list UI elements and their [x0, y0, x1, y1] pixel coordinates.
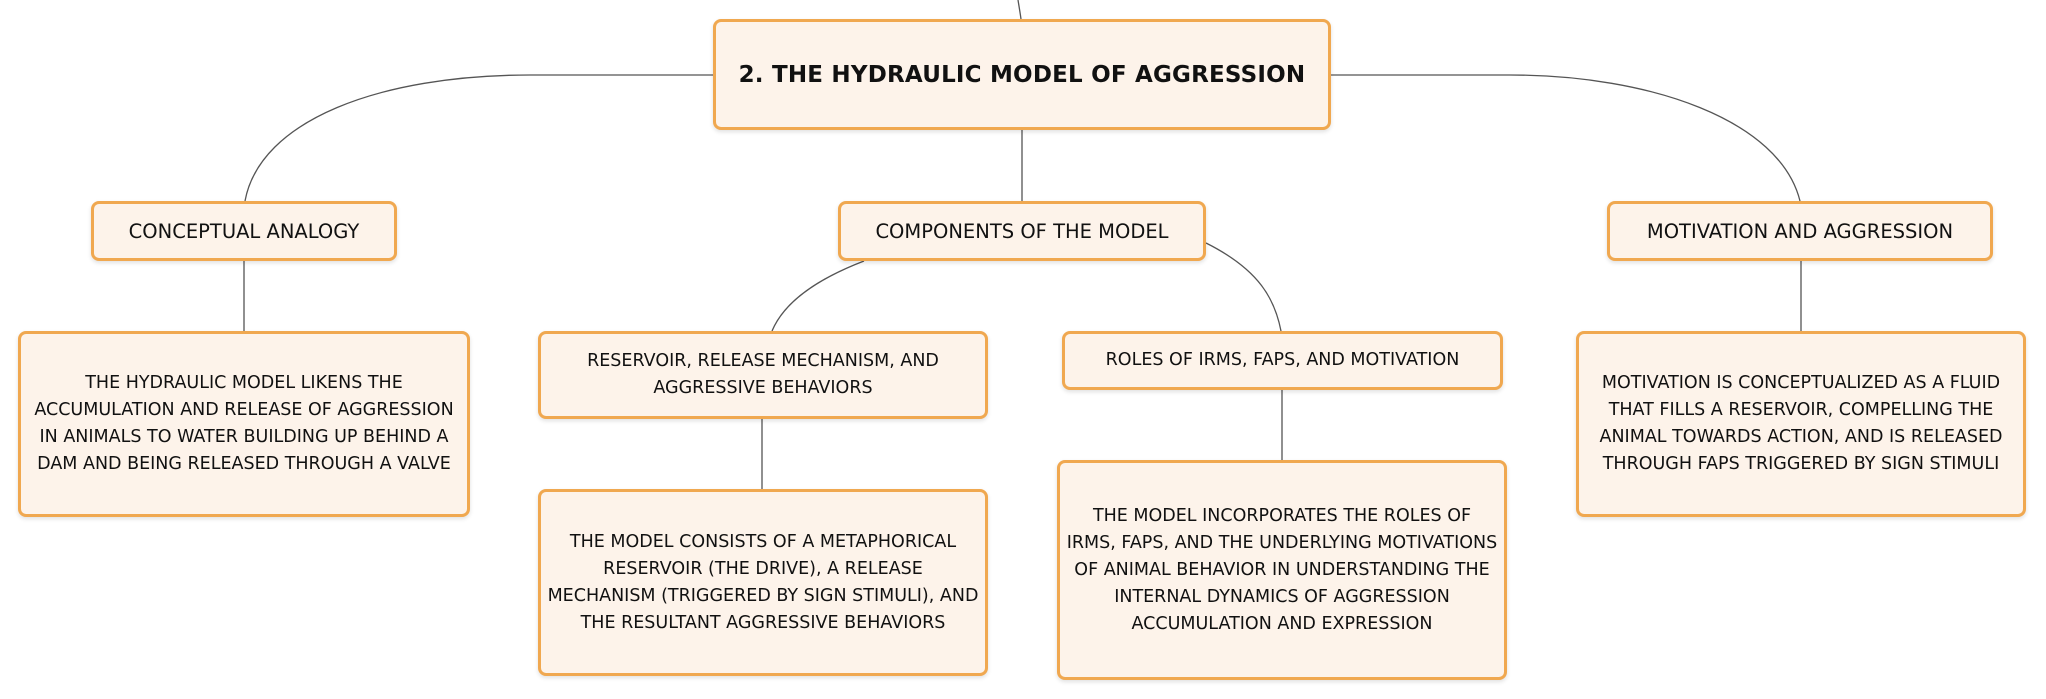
leaf-conceptual-analogy[interactable]: THE HYDRAULIC MODEL LIKENS THE ACCUMULAT… — [18, 331, 470, 517]
connector-components-to-roles — [1205, 242, 1282, 332]
sub-branch-reservoir[interactable]: RESERVOIR, RELEASE MECHANISM, AND AGGRES… — [538, 331, 988, 419]
leaf-reservoir[interactable]: THE MODEL CONSISTS OF A METAPHORICAL RES… — [538, 489, 988, 676]
root-node-label: 2. THE HYDRAULIC MODEL OF AGGRESSION — [738, 61, 1306, 88]
branch-conceptual-analogy[interactable]: CONCEPTUAL ANALOGY — [91, 201, 397, 261]
branch-label: MOTIVATION AND AGGRESSION — [1646, 219, 1954, 243]
sub-branch-roles[interactable]: ROLES OF IRMS, FAPS, AND MOTIVATION — [1062, 331, 1503, 390]
leaf-motivation-and-aggression[interactable]: MOTIVATION IS CONCEPTUALIZED AS A FLUID … — [1576, 331, 2026, 517]
branch-label: CONCEPTUAL ANALOGY — [128, 219, 360, 243]
connector-root-to-motivation — [1331, 74, 1801, 202]
branch-label: COMPONENTS OF THE MODEL — [875, 219, 1169, 243]
branch-components-of-the-model[interactable]: COMPONENTS OF THE MODEL — [838, 201, 1206, 261]
root-node[interactable]: 2. THE HYDRAULIC MODEL OF AGGRESSION — [713, 19, 1331, 130]
connector-components-to-reservoir — [771, 260, 865, 332]
leaf-text: THE MODEL INCORPORATES THE ROLES OF IRMS… — [1066, 505, 1498, 634]
branch-motivation-and-aggression[interactable]: MOTIVATION AND AGGRESSION — [1607, 201, 1993, 261]
connector-top-stub — [1017, 0, 1022, 20]
sub-branch-label: RESERVOIR, RELEASE MECHANISM, AND AGGRES… — [587, 351, 939, 398]
sub-branch-label: ROLES OF IRMS, FAPS, AND MOTIVATION — [1105, 350, 1460, 370]
leaf-text: MOTIVATION IS CONCEPTUALIZED AS A FLUID … — [1599, 373, 2003, 474]
leaf-text: THE HYDRAULIC MODEL LIKENS THE ACCUMULAT… — [34, 373, 454, 474]
leaf-text: THE MODEL CONSISTS OF A METAPHORICAL RES… — [547, 531, 979, 633]
leaf-roles[interactable]: THE MODEL INCORPORATES THE ROLES OF IRMS… — [1057, 460, 1507, 680]
connector-root-to-conceptual-analogy — [244, 74, 713, 202]
